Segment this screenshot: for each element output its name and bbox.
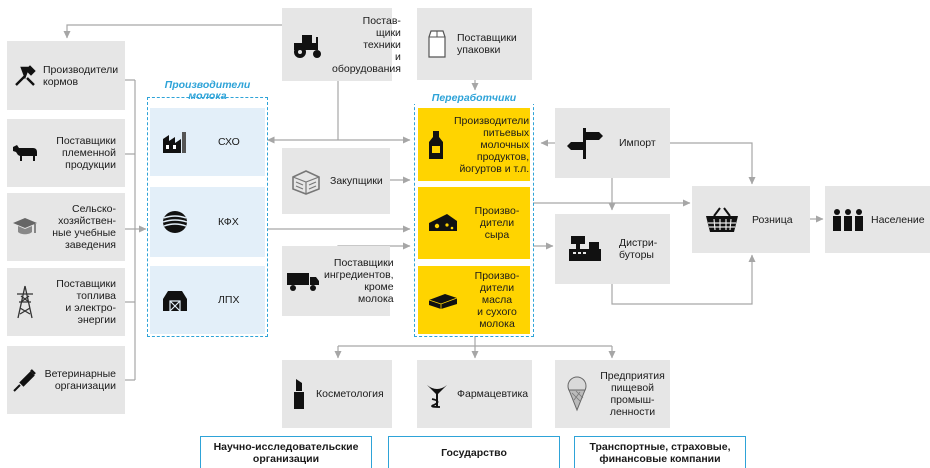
graduation-cap-icon	[7, 215, 43, 239]
cheese-icon	[418, 211, 468, 235]
edge-left-bus	[125, 79, 136, 381]
node-import: Импорт	[555, 108, 670, 178]
node-pharmaceutics: Фармацевтика	[417, 360, 532, 428]
lipstick-icon	[282, 377, 316, 411]
node-breeding-suppliers: Поставщики племенной продукции	[7, 119, 125, 187]
syringe-icon	[7, 366, 43, 394]
node-vet-label: Ветеринарные организации	[44, 368, 116, 392]
butter-icon	[418, 290, 468, 310]
edge-distr-to-retail	[611, 254, 756, 305]
node-buyers-label: Закупщики	[330, 175, 383, 187]
group-title-producers: Производители молока	[164, 79, 251, 102]
truck-icon	[282, 270, 324, 292]
footer-government: Государство	[388, 436, 560, 468]
node-tech-label: Постав- щики техники и оборудования	[332, 14, 401, 75]
node-lph-label: ЛПХ	[218, 294, 240, 306]
cash-register-icon	[555, 234, 615, 264]
node-distr-label: Дистри- буторы	[619, 237, 658, 261]
node-retail-label: Розница	[752, 213, 793, 226]
node-vet-organizations: Ветеринарные организации	[7, 346, 125, 414]
field-icon	[150, 209, 200, 235]
basket-icon	[692, 206, 752, 234]
node-fuel-label: Поставщики топлива и электро- энергии	[56, 278, 116, 326]
people-icon	[825, 208, 871, 232]
node-kfh-label: КФХ	[218, 216, 239, 228]
node-drinks-producers: Производители питьевых молочных продукто…	[418, 108, 530, 181]
edge-import-to-retail	[670, 142, 756, 185]
node-sho: СХО	[150, 108, 265, 176]
cow-icon	[7, 143, 43, 163]
footer-research-organizations: Научно-исследовательские организации	[200, 436, 372, 468]
footer-transport-insurance-finance: Транспортные, страховые, финансовые комп…	[574, 436, 746, 468]
node-ingredient-suppliers: Поставщики ингредиентов, кроме молока	[282, 246, 394, 316]
tractor-icon	[282, 31, 332, 59]
node-people-label: Население	[871, 213, 925, 226]
node-cosmetology: Косметология	[282, 360, 392, 428]
power-tower-icon	[7, 284, 43, 320]
bottle-icon	[418, 129, 454, 161]
node-pharma-label: Фармацевтика	[457, 388, 529, 400]
node-kfh: КФХ	[150, 187, 265, 257]
node-breed-label: Поставщики племенной продукции	[56, 135, 116, 171]
node-buyers: Закупщики	[282, 148, 390, 214]
node-tech-suppliers: Постав- щики техники и оборудования	[282, 8, 401, 81]
node-sho-label: СХО	[218, 136, 240, 148]
milk-carton-icon	[417, 29, 457, 59]
node-retail: Розница	[692, 186, 810, 253]
node-food-industry: Предприятия пищевой промыш- ленности	[555, 360, 670, 428]
node-feed-label: Производители кормов	[43, 63, 119, 88]
node-ingr-label: Поставщики ингредиентов, кроме молока	[324, 257, 394, 305]
node-lph: ЛПХ	[150, 266, 265, 334]
tools-icon	[7, 64, 43, 88]
node-cosm-label: Косметология	[316, 388, 384, 400]
node-drinks-label: Производители питьевых молочных продукто…	[454, 114, 530, 175]
node-cheese-label: Произво- дители сыра	[474, 205, 520, 241]
node-butter-producers: Произво- дители масла и сухого молока	[418, 266, 530, 334]
barn-icon	[150, 287, 200, 313]
signpost-icon	[555, 126, 615, 160]
crate-icon	[282, 167, 330, 195]
node-fuel-suppliers: Поставщики топлива и электро- энергии	[7, 268, 125, 336]
node-import-label: Импорт	[619, 137, 656, 149]
node-population: Население	[825, 186, 930, 253]
caduceus-icon	[417, 379, 457, 409]
factory-icon	[150, 129, 200, 155]
node-edu-label: Сельско- хозяйствен- ные учебные заведен…	[52, 203, 116, 251]
node-pack-label: Поставщики упаковки	[457, 32, 517, 56]
group-milk-producers	[147, 97, 268, 337]
node-packaging-suppliers: Поставщики упаковки	[417, 8, 532, 80]
node-agri-education: Сельско- хозяйствен- ные учебные заведен…	[7, 193, 125, 261]
node-cheese-producers: Произво- дители сыра	[418, 187, 530, 259]
node-distributors: Дистри- буторы	[555, 214, 670, 284]
group-title-processors: Переработчики	[414, 93, 534, 104]
node-butter-label: Произво- дители масла и сухого молока	[474, 270, 520, 330]
ice-cream-icon	[555, 376, 599, 412]
node-feed-producers: Производители кормов	[7, 41, 125, 110]
node-food-label: Предприятия пищевой промыш- ленности	[600, 370, 665, 418]
edge-tech-to-feed	[63, 24, 282, 39]
